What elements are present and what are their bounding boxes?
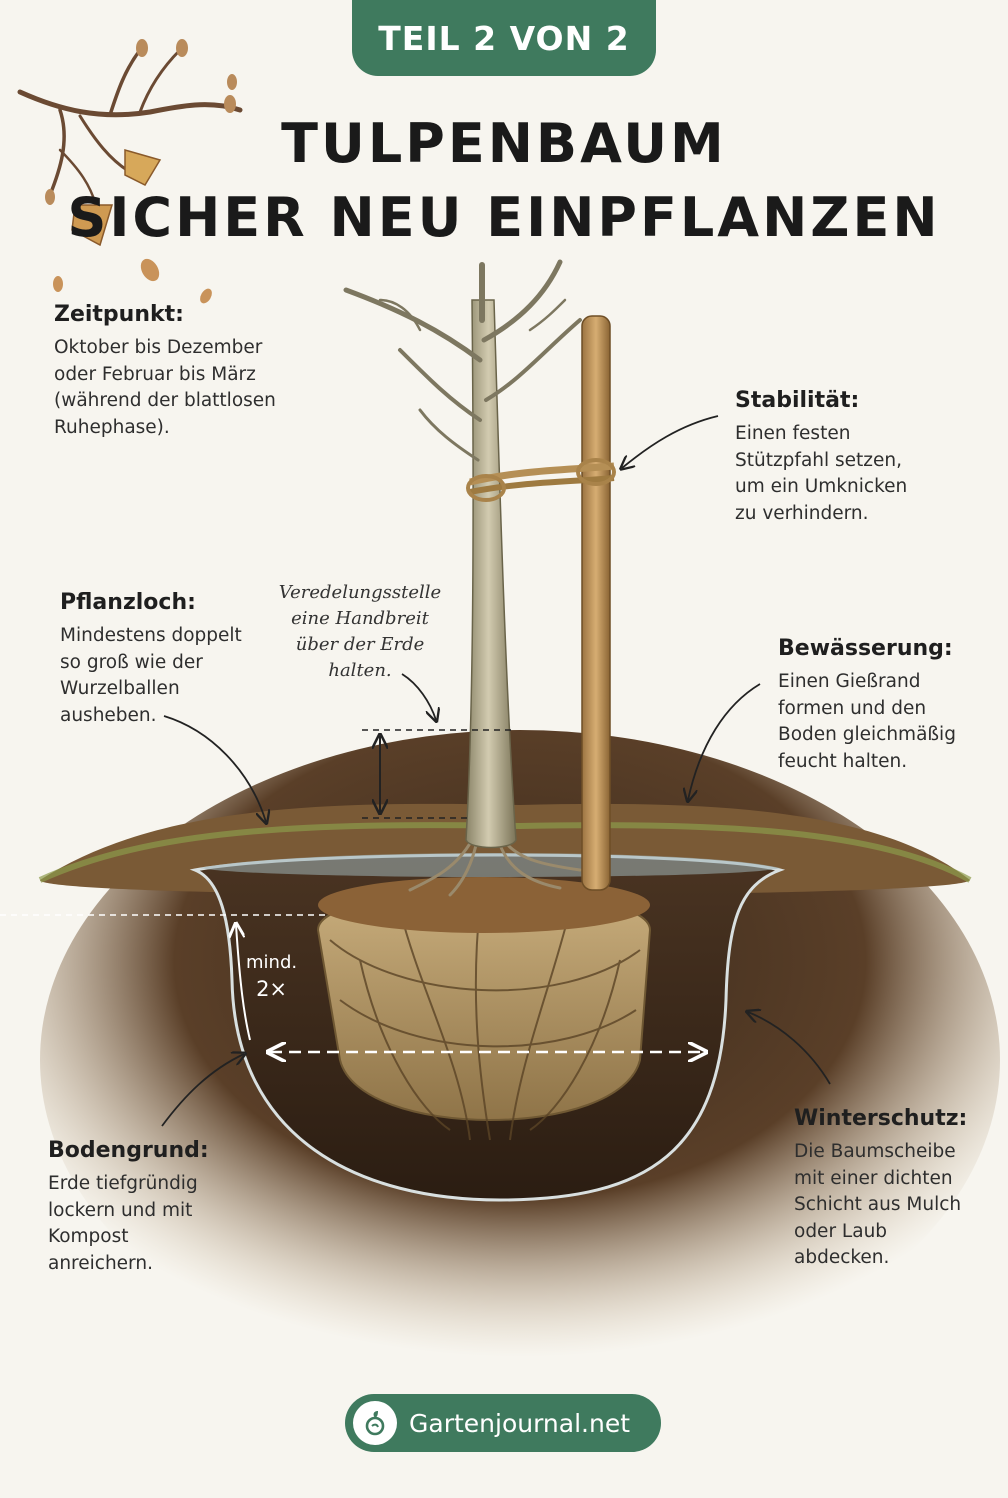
winterschutz-arrow [748,1012,831,1085]
tree-trunk [465,299,517,849]
pflanzloch-block: Pflanzloch: Mindestens doppelt so groß w… [60,590,242,729]
pflanzloch-line: Mindestens doppelt [60,625,242,646]
veredelung-arrow [401,673,436,720]
bewaesserung-line: Einen Gießrand [778,671,921,692]
zeitpunkt-block: Zeitpunkt: Oktober bis Dezember oder Feb… [54,302,276,441]
zeitpunkt-heading: Zeitpunkt: [54,302,184,327]
tree-branches [343,259,582,462]
bewaesserung-heading: Bewässerung: [778,636,953,661]
page-title-line1: TULPENBAUM [281,112,727,175]
pflanzloch-heading: Pflanzloch: [60,590,196,615]
min-size-text: mind. [246,952,298,973]
part-badge-text: TEIL 2 VON 2 [378,18,630,58]
tree-roots [408,838,582,897]
winterschutz-heading: Winterschutz: [794,1106,968,1131]
pflanzloch-line: so groß wie der [60,651,203,673]
stabilitaet-line: zu verhindern. [735,502,869,524]
site-name[interactable]: Gartenjournal.net [409,1408,631,1438]
pflanzloch-line: ausheben. [60,704,157,726]
depth-arrow [236,925,251,1041]
pflanzloch-line: Wurzelballen [60,678,180,699]
winterschutz-line: Schicht aus Mulch [794,1194,962,1215]
veredelung-line: halten. [328,660,392,681]
min-size-factor: 2× [256,977,288,1001]
bewaesserung-line: Boden gleichmäßig [778,724,956,745]
bodengrund-line: Kompost [48,1226,129,1247]
stabilitaet-heading: Stabilität: [735,388,860,413]
winterschutz-line: abdecken. [794,1247,890,1268]
veredelung-line: Veredelungsstelle [278,582,442,603]
winterschutz-line: mit einer dichten [794,1167,953,1189]
bodengrund-heading: Bodengrund: [48,1138,209,1163]
bodengrund-line: anreichern. [48,1252,153,1274]
zeitpunkt-line: Ruhephase). [54,416,170,438]
footer-badge[interactable]: Gartenjournal.net [345,1394,661,1452]
min-size-label: mind. 2× [246,950,297,1002]
veredelung-note: Veredelungsstelle eine Handbreit über de… [270,580,450,684]
zeitpunkt-line: (während der blattlosen [54,390,276,411]
veredelung-line: eine Handbreit [291,608,429,629]
page-title-line2: SICHER NEU EINPFLANZEN [67,186,941,249]
water-ring [200,853,780,877]
rope-tie [466,458,616,502]
zeitpunkt-line: oder Februar bis März [54,363,256,385]
mulch-on-ball [318,877,650,933]
bewaesserung-arrow [688,683,761,800]
bewaesserung-block: Bewässerung: Einen Gießrand formen und d… [778,636,956,775]
part-badge: TEIL 2 VON 2 [352,0,656,76]
bodengrund-line: Erde tiefgründig [48,1173,198,1194]
bewaesserung-line: feucht halten. [778,750,908,772]
stabilitaet-arrow [622,415,719,468]
zeitpunkt-line: Oktober bis Dezember [54,337,263,358]
bewaesserung-line: formen und den [778,697,927,719]
pflanzloch-arrow [163,715,266,822]
branch-illustration [17,39,243,304]
support-stake [581,315,611,891]
bodengrund-block: Bodengrund: Erde tiefgründig lockern und… [48,1138,209,1277]
winterschutz-line: Die Baumscheibe [794,1141,956,1162]
stabilitaet-block: Stabilität: Einen festen Stützpfahl setz… [735,388,907,527]
winterschutz-block: Winterschutz: Die Baumscheibe mit einer … [794,1106,967,1272]
bodengrund-arrow [161,1054,244,1127]
winterschutz-line: oder Laub [794,1220,888,1242]
stabilitaet-line: um ein Umknicken [735,476,908,497]
stabilitaet-line: Stützpfahl setzen, [735,449,902,471]
stabilitaet-line: Einen festen [735,423,851,444]
bodengrund-line: lockern und mit [48,1199,193,1221]
gartenjournal-logo-icon [353,1401,397,1445]
veredelung-line: über der Erde [295,634,425,655]
